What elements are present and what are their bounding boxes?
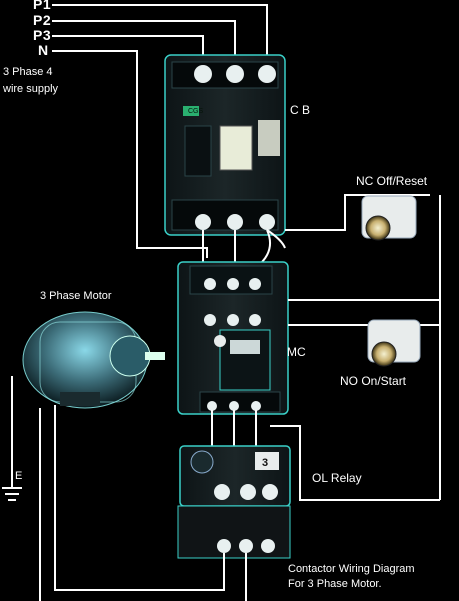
caption-line-2: For 3 Phase Motor. <box>288 578 382 590</box>
cb-terminal-2 <box>226 65 244 83</box>
supply-label-2: wire supply <box>3 83 59 95</box>
ol-dial-value: 3 <box>262 457 268 469</box>
wire-p1 <box>52 4 268 62</box>
contactor-label: MC <box>287 345 306 359</box>
nc-button <box>361 195 417 241</box>
cb-terminal-1 <box>194 65 212 83</box>
supply-line-p2: P2 <box>33 12 52 28</box>
contactor <box>177 261 289 415</box>
no-button <box>367 319 421 367</box>
ol-dial <box>190 450 214 474</box>
motor <box>22 311 165 409</box>
mc-to-ol-wires <box>211 195 441 501</box>
nc-button-label: NC Off/Reset <box>356 174 428 188</box>
cb-out-2 <box>227 214 243 230</box>
wire-p2 <box>52 20 236 62</box>
breaker-label: C B <box>290 103 311 117</box>
wire-p3 <box>52 35 204 62</box>
caption-line-1: Contactor Wiring Diagram <box>288 563 415 575</box>
cb-terminal-3 <box>258 65 276 83</box>
no-button-label: NO On/Start <box>340 374 407 388</box>
overload-label: OL Relay <box>312 471 362 485</box>
cb-brand: CGS <box>188 108 204 115</box>
motor-label: 3 Phase Motor <box>40 290 112 302</box>
supply-line-p1: P1 <box>33 0 52 12</box>
supply-wires <box>52 4 268 258</box>
earth-symbol <box>2 487 22 501</box>
supply-line-n: N <box>38 42 49 58</box>
overload-relay <box>177 445 291 559</box>
cb-out-1 <box>195 214 211 230</box>
cb-out-3 <box>259 214 275 230</box>
cb-toggle <box>219 125 253 171</box>
circuit-breaker <box>164 54 286 236</box>
motor-wires <box>11 376 247 601</box>
supply-line-p3: P3 <box>33 27 52 43</box>
wire-neutral <box>52 50 208 258</box>
earth-label: E <box>15 470 23 482</box>
supply-label-1: 3 Phase 4 <box>3 66 53 78</box>
cb-to-mc-wires <box>202 194 430 263</box>
